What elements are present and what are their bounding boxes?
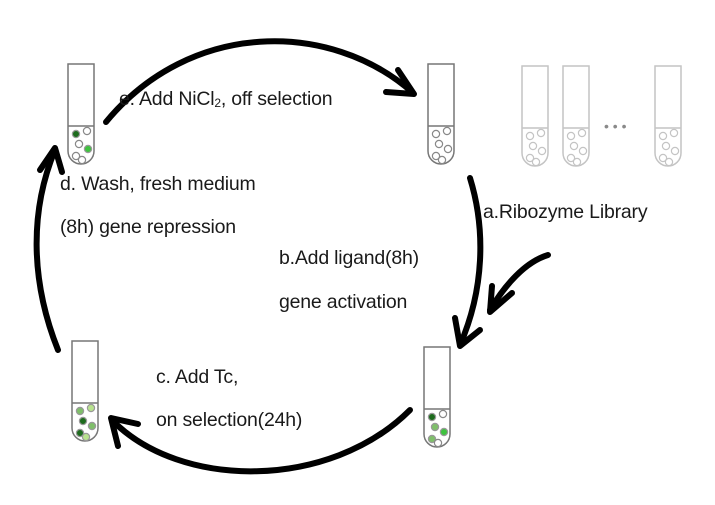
cell-green-dark xyxy=(75,428,85,438)
cell-unlit xyxy=(536,128,546,138)
cell-green-mid xyxy=(427,434,437,444)
arrow-step-b xyxy=(457,175,484,348)
cell-unlit xyxy=(438,409,448,419)
cell-unlit xyxy=(661,141,671,151)
cell-unlit xyxy=(437,155,447,165)
cell-unlit xyxy=(431,129,441,139)
cell-unlit xyxy=(442,126,452,136)
cell-unlit xyxy=(537,146,547,156)
cell-unlit xyxy=(669,128,679,138)
library-tube xyxy=(521,65,549,167)
step-d-line2: (8h) gene repression xyxy=(60,216,236,238)
step-e-suffix: , off selection xyxy=(220,88,333,110)
cell-green-light xyxy=(81,432,91,442)
cell-unlit xyxy=(664,157,674,167)
ribozyme-library-tubes xyxy=(521,65,682,167)
cell-unlit xyxy=(82,126,92,136)
cell-green-light xyxy=(86,403,96,413)
cell-unlit xyxy=(71,151,81,161)
cell-unlit xyxy=(531,157,541,167)
tube-top-left xyxy=(67,63,95,165)
step-a-label: a.Ribozyme Library xyxy=(483,201,648,223)
cell-unlit xyxy=(658,153,668,163)
cell-unlit xyxy=(572,157,582,167)
cell-green-bright xyxy=(83,144,93,154)
step-e-prefix: e. Add NiCl xyxy=(119,88,215,110)
tube-bottom-right xyxy=(423,346,451,448)
cell-green-dark xyxy=(71,129,81,139)
cell-unlit xyxy=(566,153,576,163)
library-ellipsis: • • • xyxy=(604,118,627,134)
tube-top-right xyxy=(427,63,455,165)
cell-unlit xyxy=(74,139,84,149)
step-c-line1: c. Add Tc, xyxy=(156,366,239,388)
cell-unlit xyxy=(431,151,441,161)
step-b-line1: b.Add ligand(8h) xyxy=(279,247,419,269)
cell-green-dark xyxy=(78,416,88,426)
cell-unlit xyxy=(670,146,680,156)
cell-unlit xyxy=(577,128,587,138)
cell-unlit xyxy=(433,438,443,448)
arrow-step-d-head xyxy=(37,145,65,175)
library-tube xyxy=(654,65,682,167)
arrow-step-b-head xyxy=(452,315,483,349)
cell-unlit xyxy=(525,131,535,141)
step-b-line2: gene activation xyxy=(279,291,408,313)
cell-unlit xyxy=(658,131,668,141)
cell-unlit xyxy=(569,141,579,151)
cell-unlit xyxy=(443,144,453,154)
step-c-line2: on selection(24h) xyxy=(156,409,303,431)
step-e-label: e. Add NiCl2, off selection xyxy=(119,88,333,111)
arrow-step-c xyxy=(109,407,413,475)
arrow-step-d xyxy=(33,147,61,353)
cell-green-dark xyxy=(427,412,437,422)
cell-unlit xyxy=(528,141,538,151)
cell-unlit xyxy=(578,146,588,156)
cell-green-bright xyxy=(439,427,449,437)
cell-green-mid xyxy=(87,421,97,431)
cell-green-mid xyxy=(75,406,85,416)
library-tube xyxy=(562,65,590,167)
cell-unlit xyxy=(525,153,535,163)
cell-unlit xyxy=(77,155,87,165)
test-tubes xyxy=(67,63,455,448)
step-d-line1: d. Wash, fresh medium xyxy=(60,173,256,195)
cell-green-mid xyxy=(430,422,440,432)
cell-unlit xyxy=(434,139,444,149)
arrow-library-input-head xyxy=(487,283,515,315)
cycle-arrows xyxy=(33,38,551,475)
cell-unlit xyxy=(566,131,576,141)
arrow-step-e xyxy=(103,38,415,125)
arrow-step-e-head xyxy=(383,67,417,97)
arrow-step-c-head xyxy=(108,415,141,449)
tube-bottom-left xyxy=(71,340,99,442)
step-e-subscript: 2 xyxy=(214,96,221,110)
arrow-library-input xyxy=(487,252,551,313)
